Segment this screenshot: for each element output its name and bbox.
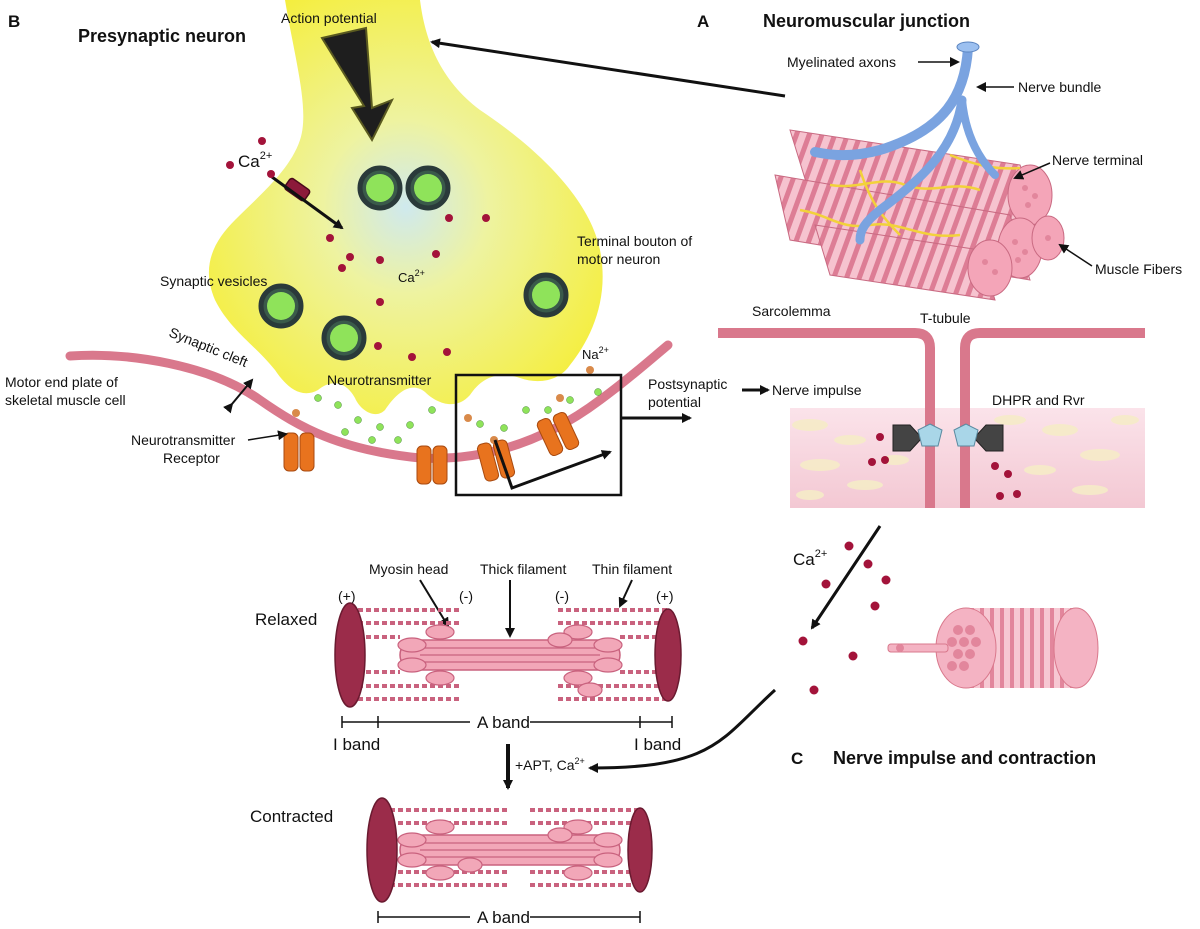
myelinated-axons [810,43,999,245]
calcium-release-arrow [810,525,882,630]
terminal-bouton-label-1: Terminal bouton of [577,233,692,249]
a-band-contracted-label-bg [470,908,530,926]
panel-a-title: Neuromuscular junction [763,11,970,31]
calcium-ions-released [798,541,891,695]
panel-c-letter: C [791,749,803,768]
presynaptic-terminal [208,0,603,415]
panel-b-title: Presynaptic neuron [78,26,246,46]
synaptic-cleft-arrow [223,378,254,414]
calcium-ions-tissue [868,433,1021,500]
terminal-bouton-label-2: motor neuron [577,251,660,267]
neurotransmitter-receptor [283,432,315,472]
relaxed-label: Relaxed [255,610,317,629]
panel-c: Sarcolemma T-tubule Ne [588,303,1145,773]
contracted-sarcomere [366,797,653,903]
synaptic-vesicle [405,165,451,211]
a-band-contracted-label: A band [477,908,530,927]
receptor-label-1: Neurotransmitter [131,432,236,448]
postsynaptic-label-2: potential [648,394,701,410]
postsynaptic-membrane [65,340,673,463]
nerve-terminal-label: Nerve terminal [1052,152,1143,168]
minus-left-label: (-) [459,588,473,604]
neurotransmitter-molecules [314,388,602,444]
thin-filament-arrow [618,579,633,608]
synaptic-vesicle [258,283,304,329]
nerve-bundle-label: Nerve bundle [1018,79,1101,95]
myofibril-ovals [792,415,1139,500]
zoom-box [454,373,623,497]
panel-a-letter: A [697,12,709,31]
contraction-trigger-arrow [588,688,777,773]
synaptic-vesicles-label: Synaptic vesicles [160,273,267,289]
a-band-label: A band [477,713,530,732]
synaptic-vesicle [357,165,403,211]
synaptic-vesicle [321,315,367,361]
postsynaptic-label-1: Postsynaptic [648,376,727,392]
sarcolemma-membrane-left [718,328,935,508]
nerve-terminal-arrow [1013,162,1051,180]
synaptic-vesicle [523,272,569,318]
atp-calcium-label: +APT, Ca2+ [515,756,585,773]
calcium-influx-arrow [271,175,344,230]
receptor-arrow [247,430,288,441]
myosin-head-label: Myosin head [369,561,448,577]
action-potential-arrow [320,26,395,143]
thick-filament-label: Thick filament [480,561,566,577]
neurotransmitter-label: Neurotransmitter [327,372,432,388]
thin-filament-label: Thin filament [592,561,672,577]
calcium-channel [284,177,311,202]
motor-end-plate-label-1: Motor end plate of [5,374,118,390]
t-tubule-label: T-tubule [920,310,971,326]
sarcomere-section: Relaxed Contracted Myosin head Thick fil… [250,561,682,927]
neurotransmitter-receptor [536,411,580,457]
panel-b-letter: B [8,12,20,31]
sarcolemma-label: Sarcolemma [752,303,831,319]
postsynaptic-potential-arrow [493,439,612,490]
sarcolemma-membrane-right [960,328,1145,508]
i-band-right-label: I band [634,735,681,754]
panel-c-title: Nerve impulse and contraction [833,748,1096,768]
a-band-label-bg [470,713,530,731]
relaxed-sarcomere [334,602,682,708]
plus-left-label: (+) [338,588,356,604]
contracted-label: Contracted [250,807,333,826]
receptor-label-2: Receptor [163,450,220,466]
motor-end-plate-label-2: skeletal muscle cell [5,392,126,408]
plus-right-label: (+) [656,588,674,604]
i-band-left-label: I band [333,735,380,754]
dhpr-label: DHPR and Rvr [992,392,1085,408]
neurotransmitter-receptor [416,445,448,485]
action-potential-label: Action potential [281,10,377,26]
dhpr-receptor [892,423,943,452]
nerve-impulse-label: Nerve impulse [772,382,862,398]
panel-b: B Presynaptic neuron Action potential [5,0,727,497]
minus-right-label: (-) [555,588,569,604]
myofibril-cylinder [887,607,1099,689]
muscle-fibers-arrow [1058,243,1093,267]
sodium-label: Na2+ [582,345,609,362]
myelinated-axons-label: Myelinated axons [787,54,896,70]
calcium-release-label: Ca2+ [793,548,827,569]
axon-cut-end [956,41,980,53]
ryr-receptor [953,423,1004,452]
muscle-fibers-label: Muscle Fibers [1095,261,1182,277]
zoom-to-terminal-arrow [430,38,786,98]
calcium-label: Ca2+ [238,150,272,171]
calcium-ions [226,137,490,361]
calcium-inside-label: Ca2+ [398,268,425,285]
panel-a: A Neuromuscular junction [430,11,1182,301]
myosin-head-arrow [419,579,450,628]
